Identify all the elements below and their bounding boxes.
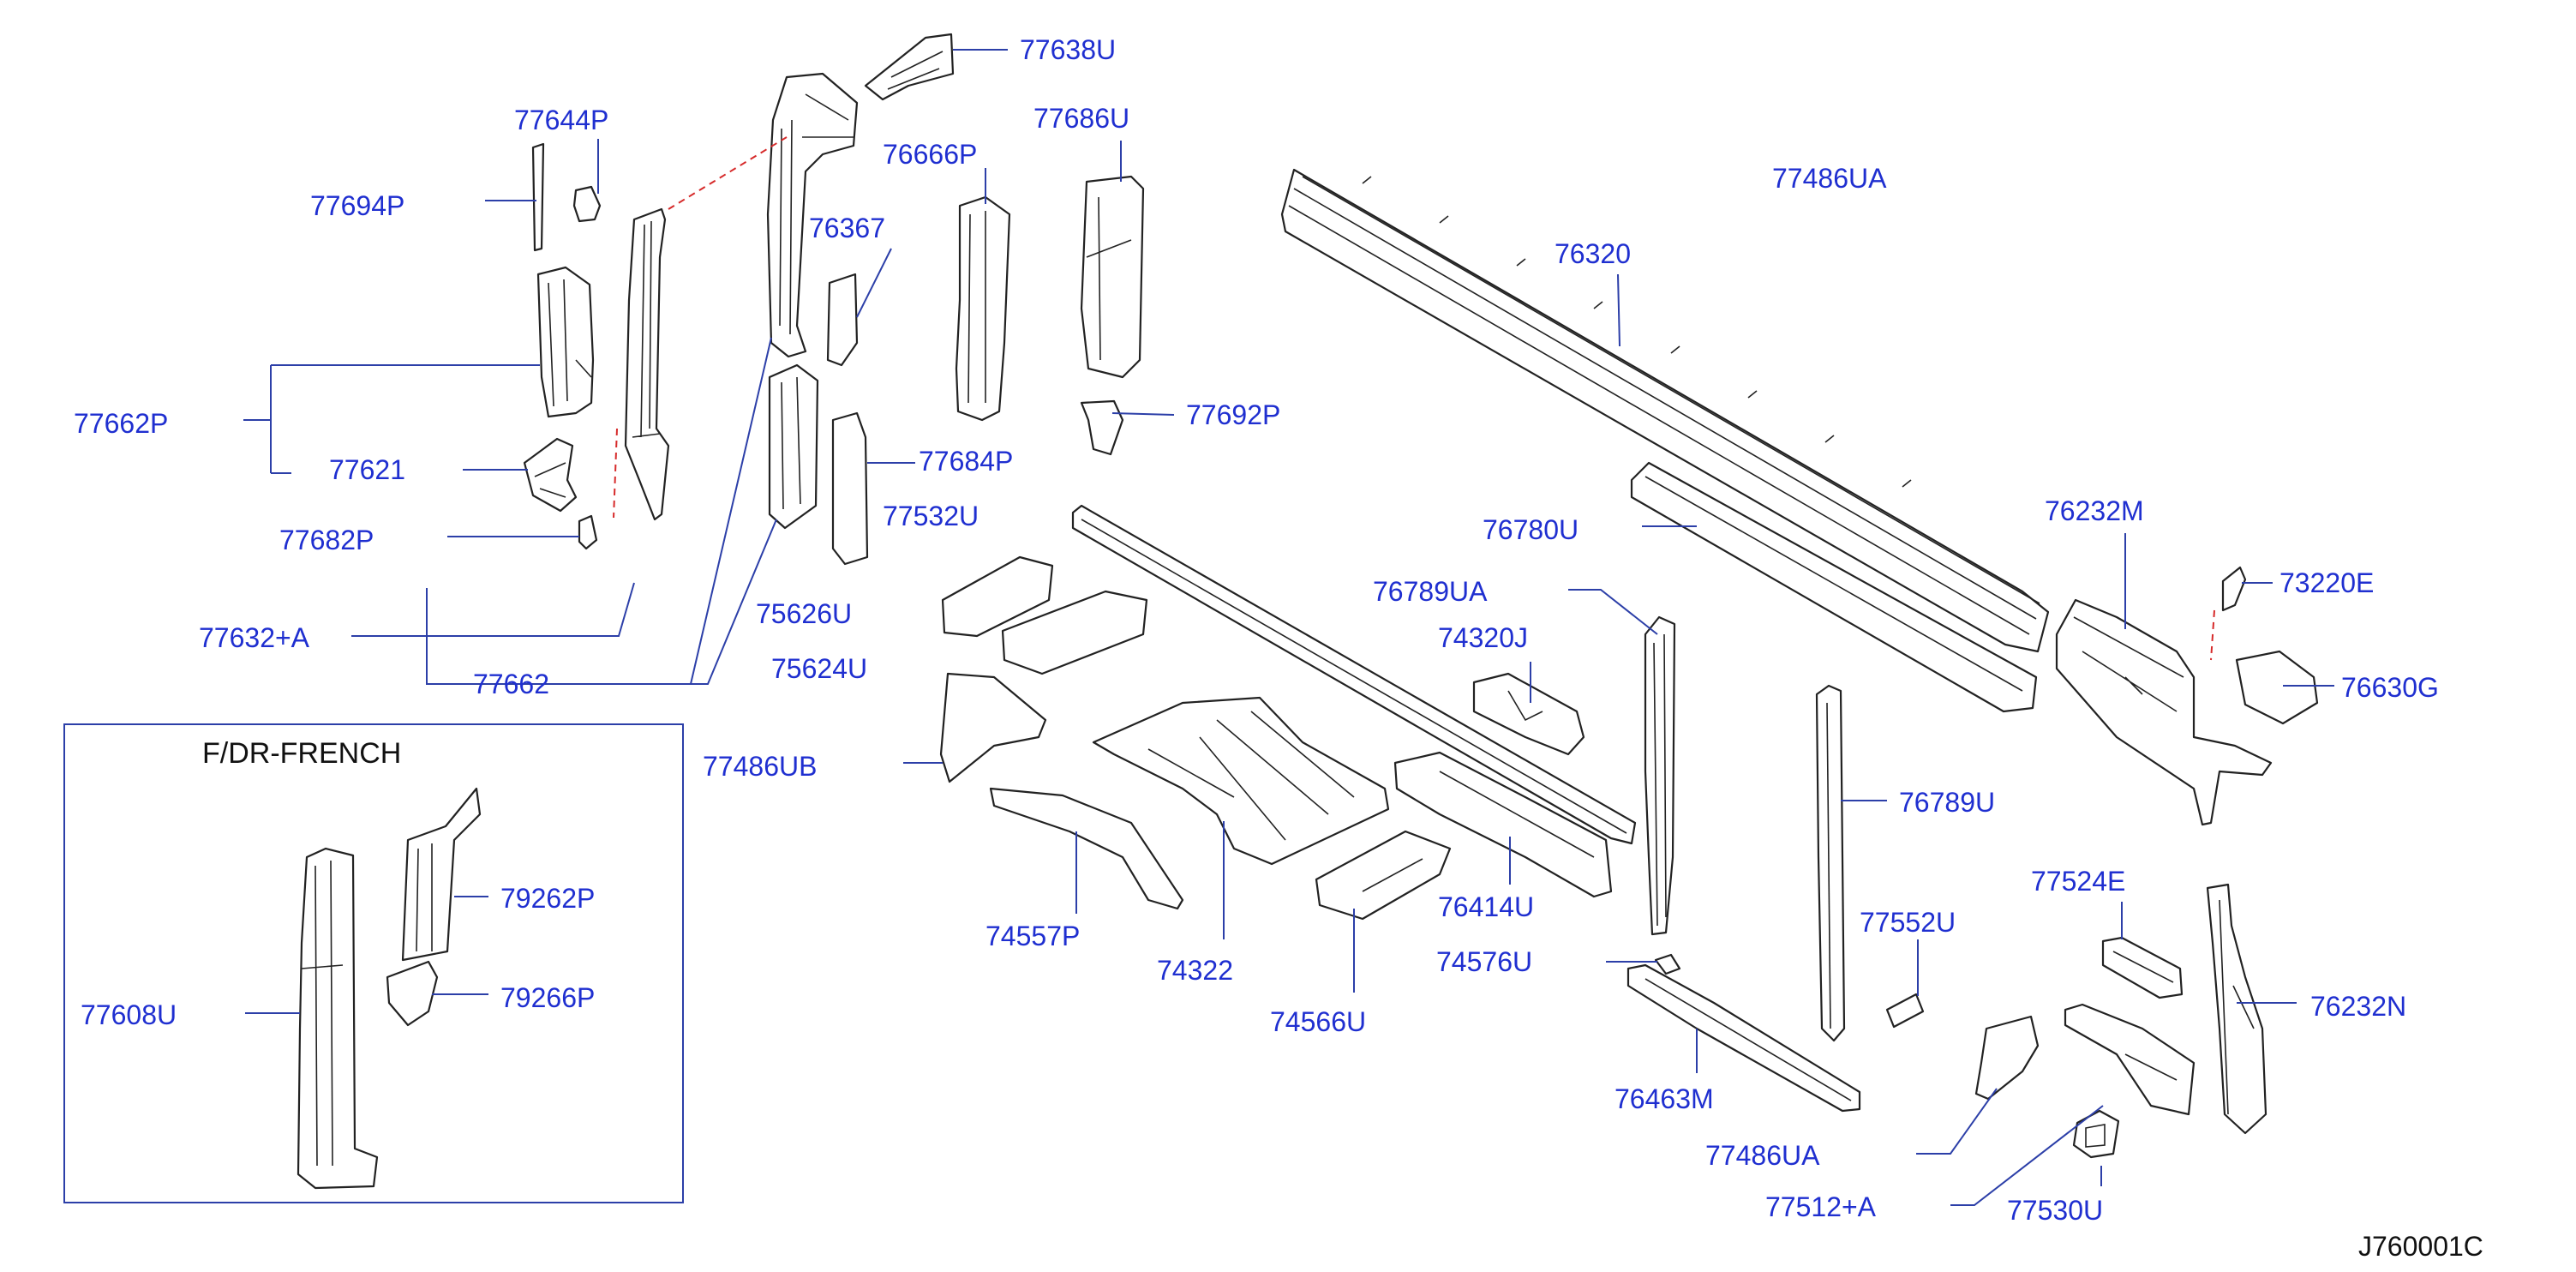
part-75626U <box>768 363 819 530</box>
drawing-code: J760001C <box>2358 1231 2483 1262</box>
label-76232N: 76232N <box>2310 991 2407 1022</box>
part-74566U <box>1315 830 1452 921</box>
part-77632A <box>624 207 670 521</box>
part-77621 <box>523 437 578 513</box>
label-74566U: 74566U <box>1270 1006 1367 1037</box>
part-79262P <box>401 787 482 962</box>
label-79262P: 79262P <box>500 883 596 914</box>
label-77552U: 77552U <box>1860 907 1956 938</box>
label-76414U: 76414U <box>1438 891 1535 922</box>
part-77684P <box>831 411 869 566</box>
part-77686U <box>1080 175 1145 379</box>
label-77638U: 77638U <box>1020 34 1117 65</box>
label-79266P: 79266P <box>500 982 596 1013</box>
label-77692P: 77692P <box>1186 399 1281 430</box>
label-77512A: 77512+A <box>1765 1191 1877 1222</box>
part-76666P <box>955 195 1011 422</box>
label-77621: 77621 <box>329 454 405 485</box>
label-77644P: 77644P <box>514 105 609 135</box>
inset-frame <box>63 723 684 1203</box>
label-77486UA-top: 77486UA <box>1772 163 1887 194</box>
part-77552U <box>1885 993 1925 1029</box>
inset-title: F/DR-FRENCH <box>202 737 402 770</box>
part-76630G <box>2235 650 2319 725</box>
label-77694P: 77694P <box>310 190 405 221</box>
label-76789U: 76789U <box>1899 787 1996 818</box>
label-75626U: 75626U <box>756 598 853 629</box>
dash-link-3 <box>2210 609 2215 661</box>
label-76320: 76320 <box>1555 238 1631 269</box>
part-77644P <box>572 185 602 223</box>
label-77662: 77662 <box>473 669 549 699</box>
part-76780U <box>1630 461 2038 713</box>
part-76367 <box>826 273 859 367</box>
label-73220E: 73220E <box>2279 567 2375 598</box>
label-76232M: 76232M <box>2045 495 2144 526</box>
part-76232N <box>2206 883 2267 1135</box>
part-77638U <box>864 33 955 101</box>
part-77532U <box>1071 504 1637 845</box>
part-77530U <box>2072 1109 2120 1159</box>
label-74576U: 74576U <box>1436 946 1533 977</box>
label-77524E: 77524E <box>2031 866 2126 897</box>
label-76367: 76367 <box>809 213 885 243</box>
label-76789UA: 76789UA <box>1373 576 1488 607</box>
part-77682P <box>578 514 598 550</box>
part-76789UA <box>1644 615 1676 936</box>
part-73220E <box>2221 566 2247 612</box>
label-77486UB: 77486UB <box>703 751 818 782</box>
part-76463M <box>1626 963 1861 1113</box>
part-74320J <box>1472 672 1585 756</box>
label-74322: 74322 <box>1157 955 1233 986</box>
part-74576U <box>1654 953 1681 975</box>
label-76630G: 76630G <box>2341 672 2439 703</box>
part-75624U-lower <box>1001 590 1148 675</box>
label-77486UA-bottom: 77486UA <box>1705 1140 1820 1171</box>
label-76666P: 76666P <box>883 139 978 170</box>
label-74320J: 74320J <box>1438 622 1528 653</box>
label-75624U: 75624U <box>771 653 868 684</box>
part-76789U <box>1815 684 1846 1042</box>
label-77532U: 77532U <box>883 501 979 531</box>
part-77486UB <box>939 672 1047 783</box>
part-77512A <box>2064 1003 2196 1116</box>
part-75624U <box>941 555 1054 638</box>
part-76232M <box>2055 598 2273 826</box>
part-77662P-upper <box>536 266 595 418</box>
part-76414U <box>1393 751 1613 898</box>
label-76780U: 76780U <box>1483 514 1579 545</box>
label-77662P: 77662P <box>74 408 169 439</box>
label-76463M: 76463M <box>1614 1083 1714 1114</box>
part-77486UA-lower <box>1974 1015 2040 1101</box>
part-74322 <box>1092 696 1390 866</box>
dash-link-2 <box>613 428 618 519</box>
label-77684P: 77684P <box>919 446 1014 477</box>
part-77694P <box>531 142 545 252</box>
part-77524E <box>2101 936 2184 999</box>
part-76320 <box>1280 168 2050 653</box>
label-74557P: 74557P <box>985 921 1081 951</box>
part-77662 <box>766 72 859 358</box>
part-77692P <box>1080 399 1124 456</box>
part-77608U <box>297 847 379 1190</box>
label-77682P: 77682P <box>279 525 374 555</box>
label-77608U: 77608U <box>81 999 177 1030</box>
label-77530U: 77530U <box>2007 1195 2104 1226</box>
part-79266P <box>386 960 439 1027</box>
part-74557P <box>989 787 1184 910</box>
label-77686U: 77686U <box>1033 103 1130 134</box>
label-77632A: 77632+A <box>199 622 310 653</box>
